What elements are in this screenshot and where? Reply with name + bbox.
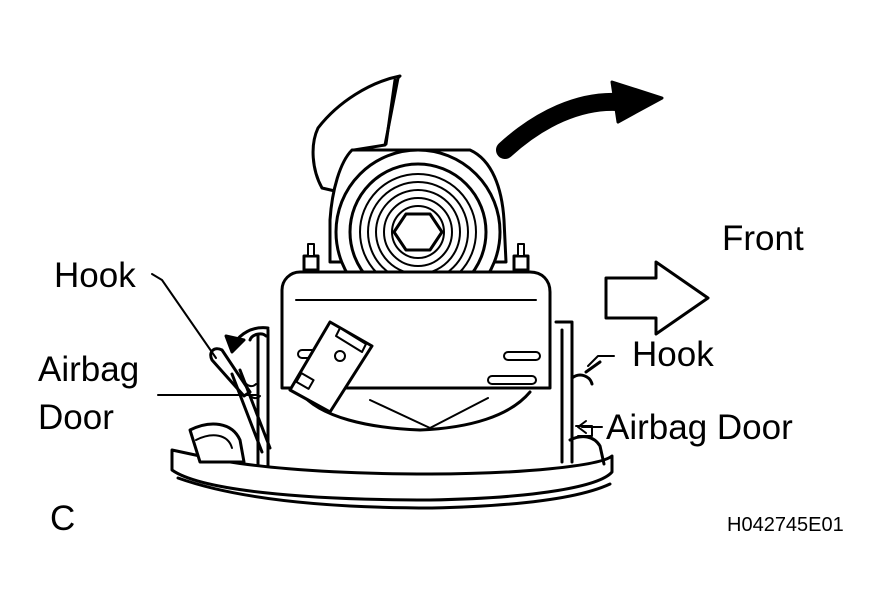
rotation-arrow-icon: [496, 80, 664, 159]
mounting-bolt-left: [300, 243, 322, 274]
inflator-flap: [311, 74, 402, 197]
front-direction-arrow-icon: [604, 260, 710, 336]
airbag-door-left-label-line2: Door: [38, 398, 114, 437]
hook-release-arrow-icon: [224, 326, 270, 354]
airbag-door-right-label: Airbag Door: [606, 408, 793, 447]
leader-lines: [151, 273, 615, 434]
airbag-bottom-contour: [298, 390, 532, 432]
airbag-door-panel: [170, 422, 614, 510]
mounting-bolt-right: [510, 243, 532, 274]
view-letter-label: C: [50, 499, 76, 538]
airbag-door-left-label-line1: Airbag: [38, 350, 140, 389]
hook-left-label: Hook: [54, 256, 136, 295]
center-nut-icon: [392, 212, 444, 252]
left-hook-assembly: [209, 328, 272, 472]
figure-code-label: H042745E01: [727, 514, 844, 536]
hook-right-label: Hook: [632, 335, 714, 374]
front-label: Front: [722, 219, 804, 258]
hook-tool: [288, 320, 374, 414]
